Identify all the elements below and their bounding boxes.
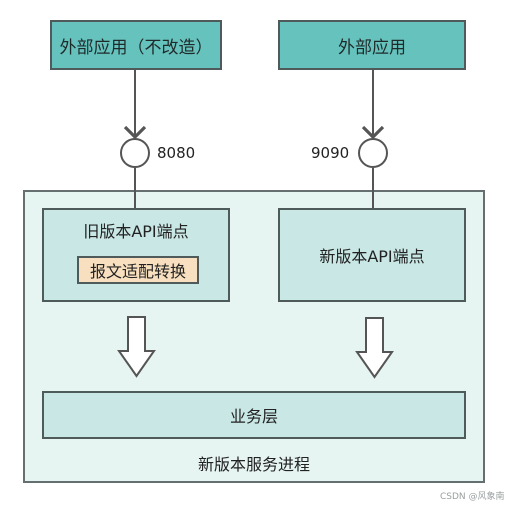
port-circle-left xyxy=(120,138,150,168)
old-api-endpoint-label: 旧版本API端点 xyxy=(83,222,189,241)
external-app-new: 外部应用 xyxy=(278,20,466,70)
watermark-text: CSDN @风象南 xyxy=(440,492,505,502)
external-app-legacy-label: 外部应用（不改造） xyxy=(59,37,213,58)
port-circle-right xyxy=(358,138,388,168)
external-app-new-label: 外部应用 xyxy=(338,37,406,58)
external-app-legacy: 外部应用（不改造） xyxy=(50,20,222,70)
new-api-endpoint: 新版本API端点 xyxy=(278,208,466,302)
adapter-label: 报文适配转换 xyxy=(89,262,186,281)
down-arrow-right xyxy=(355,317,394,379)
port-label-right: 9090 xyxy=(311,144,350,162)
old-api-endpoint: 旧版本API端点 报文适配转换 xyxy=(42,208,230,302)
down-arrow-left xyxy=(117,316,156,378)
business-layer: 业务层 xyxy=(42,391,466,439)
new-api-endpoint-label: 新版本API端点 xyxy=(319,247,425,266)
adapter-box: 报文适配转换 xyxy=(77,256,199,284)
service-process-label: 新版本服务进程 xyxy=(197,455,310,474)
business-layer-label: 业务层 xyxy=(229,407,278,426)
port-label-left: 8080 xyxy=(157,144,196,162)
